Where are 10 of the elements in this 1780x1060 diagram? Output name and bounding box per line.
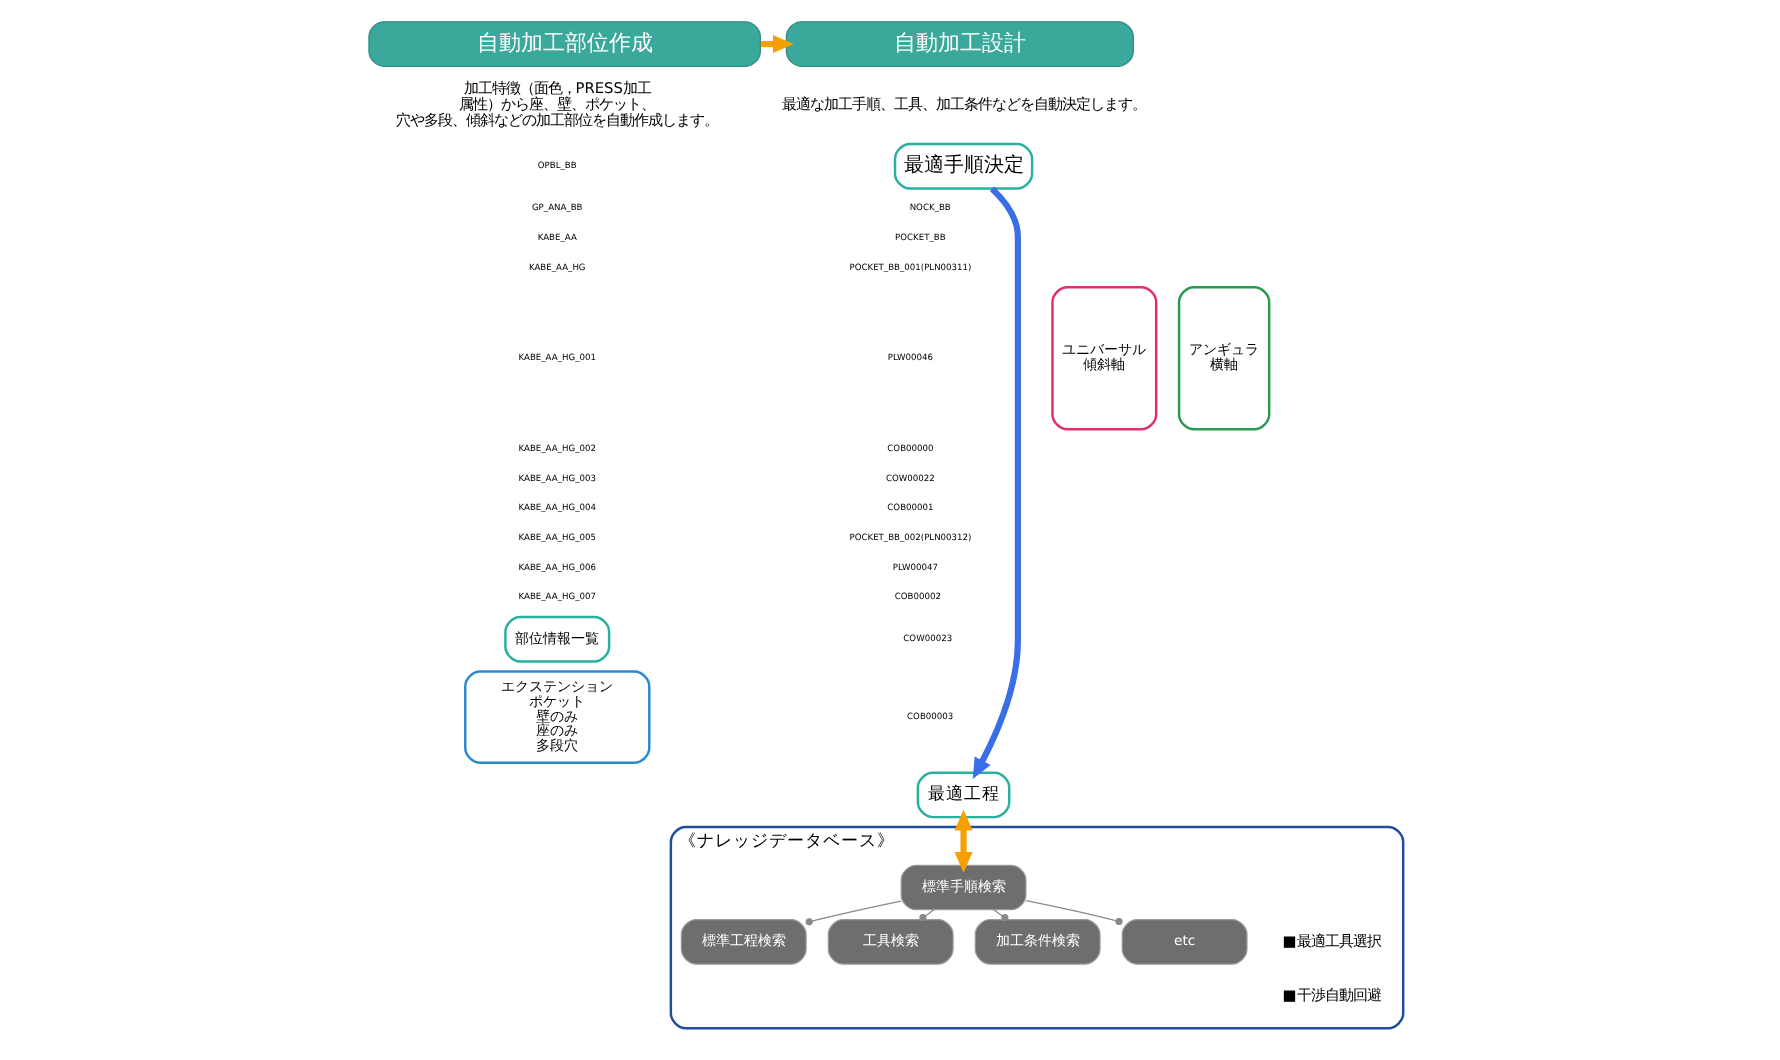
node-box: 最適工程	[915, 771, 1010, 819]
connector	[804, 900, 901, 926]
connector	[1024, 900, 1122, 926]
connector	[918, 909, 934, 922]
node-box: 最適手順決定	[892, 142, 1033, 190]
connector	[992, 909, 1008, 922]
arrow	[953, 809, 972, 873]
node-box: 自動加工設計	[784, 21, 1133, 67]
node-box: 自動加工部位作成	[367, 21, 761, 67]
arrow	[971, 186, 1020, 779]
